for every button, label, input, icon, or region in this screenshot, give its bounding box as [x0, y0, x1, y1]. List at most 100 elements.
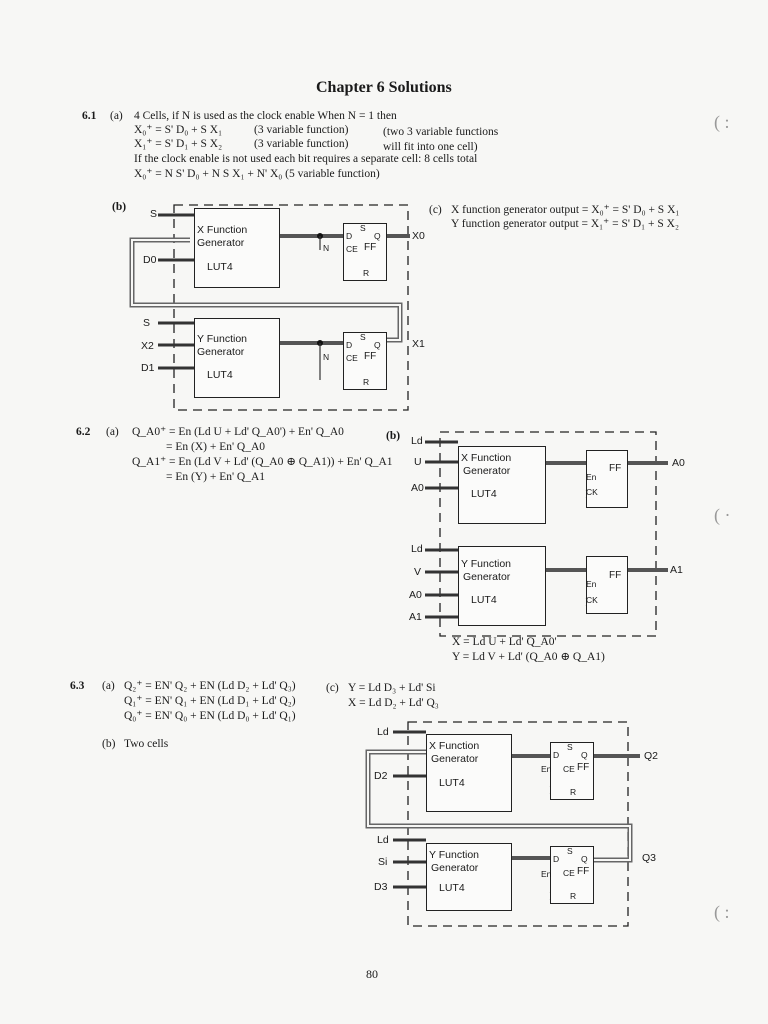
ff-pin: D: [553, 750, 560, 760]
flip-flop: D S Q CE FF R: [343, 223, 387, 281]
ff-pin: CE: [563, 764, 575, 774]
part-tag: (a): [106, 426, 119, 438]
hole-punch-mark: ( :: [714, 112, 730, 132]
enable-label: N: [323, 243, 330, 253]
hole-punch-mark: ( ·: [714, 505, 731, 525]
clock-label: CK: [586, 487, 598, 497]
gen-label: Generator: [197, 346, 245, 358]
y-function-generator: Y Function Generator LUT4: [458, 546, 546, 626]
input-label: X2: [141, 340, 154, 352]
gen-label: Y Function: [461, 558, 512, 570]
ff-pin: R: [570, 787, 577, 797]
equation-note: (3 variable function): [254, 138, 349, 150]
equation: Q_A0⁺ = En (Ld U + Ld' Q_A0') + En' Q_A0: [132, 426, 344, 438]
gen-label: LUT4: [471, 488, 497, 500]
equation: X function generator output = X₀⁺ = S' D…: [451, 204, 680, 216]
ff-pin: CE: [563, 868, 575, 878]
output-label: X1: [412, 338, 425, 350]
ff-pin: S: [360, 223, 366, 233]
gen-label: X Function: [197, 224, 248, 236]
text-line: 4 Cells, if N is used as the clock enabl…: [134, 110, 397, 122]
enable-label: N: [323, 352, 330, 362]
gen-label: LUT4: [207, 369, 233, 381]
ff-pin: FF: [609, 463, 622, 474]
output-label: Q2: [644, 750, 659, 762]
equation: Y = Ld D₃ + Ld' Si: [348, 682, 436, 694]
side-note: will fit into one cell): [383, 141, 478, 153]
page-number: 80: [366, 967, 378, 981]
y-function-generator: Y Function Generator LUT4: [194, 318, 280, 398]
text-line: Two cells: [124, 738, 169, 750]
equation: X₁⁺ = S' D₁ + S X₂: [134, 138, 223, 150]
gen-label: X Function: [429, 740, 480, 752]
flip-flop: D S Q CE FF R: [550, 846, 594, 904]
gen-label: Generator: [197, 237, 245, 249]
ff-pin: Q: [374, 231, 381, 241]
input-label: D2: [374, 770, 388, 782]
equation: = En (X) + En' Q_A0: [166, 441, 266, 453]
side-note: (two 3 variable functions: [383, 126, 499, 138]
output-label: X0: [412, 230, 425, 242]
input-label: D1: [141, 362, 155, 374]
equation: Q₁⁺ = EN' Q₁ + EN (Ld D₁ + Ld' Q₂): [124, 695, 296, 707]
output-label: Q3: [642, 852, 657, 864]
equation: Q₂⁺ = EN' Q₂ + EN (Ld D₂ + Ld' Q₃): [124, 680, 296, 692]
ff-pin: FF: [364, 242, 377, 253]
problem-number: 6.3: [70, 680, 85, 692]
input-label: Ld: [377, 726, 389, 738]
ff-pin: R: [363, 377, 370, 387]
ff-pin: FF: [577, 866, 590, 877]
flip-flop: D S Q CE FF R: [343, 332, 387, 390]
output-label: A1: [670, 564, 683, 576]
part-tag: (a): [102, 680, 115, 692]
ff-pin: FF: [364, 351, 377, 362]
ff-pin: R: [363, 268, 370, 278]
gen-label: LUT4: [439, 777, 465, 789]
gen-label: Generator: [431, 753, 479, 765]
y-function-generator: Y Function Generator LUT4: [426, 843, 512, 911]
x-function-generator: X Function Generator LUT4: [194, 208, 280, 288]
flip-flop: FF: [586, 556, 628, 614]
ff-pin: S: [567, 742, 573, 752]
equation: X₀⁺ = S' D₀ + S X₁: [134, 124, 223, 136]
gen-label: LUT4: [207, 261, 233, 273]
equation: X₀⁺ = N S' D₀ + N S X₁ + N' X₀ (5 variab…: [134, 168, 380, 180]
part-tag: (c): [429, 204, 442, 216]
ff-pin: R: [570, 891, 577, 901]
input-label: A1: [409, 611, 422, 623]
gen-label: Generator: [431, 862, 479, 874]
gen-label: LUT4: [439, 882, 465, 894]
problem-number: 6.1: [82, 110, 97, 122]
input-label: V: [414, 566, 422, 578]
input-label: Ld: [411, 435, 423, 447]
ff-pin: Q: [374, 340, 381, 350]
ff-pin: FF: [577, 762, 590, 773]
ff-pin: D: [346, 231, 353, 241]
ff-pin: S: [567, 846, 573, 856]
input-label: S: [143, 317, 151, 329]
input-label: D0: [143, 254, 157, 266]
equation: Q_A1⁺ = En (Ld V + Ld' (Q_A0 ⊕ Q_A1)) + …: [132, 456, 393, 468]
equation: X = Ld D₂ + Ld' Q₃: [348, 697, 439, 709]
gen-label: Y Function: [429, 849, 480, 861]
input-label: D3: [374, 881, 388, 893]
ff-pin: D: [553, 854, 560, 864]
input-label: U: [414, 456, 422, 468]
ff-pin: Q: [581, 750, 588, 760]
equation: Q₀⁺ = EN' Q₀ + EN (Ld D₀ + Ld' Q₁): [124, 710, 296, 722]
equation-note: (3 variable function): [254, 124, 349, 136]
input-label: Si: [378, 856, 388, 868]
equation: Y function generator output = X₁⁺ = S' D…: [451, 218, 679, 230]
enable-label: En: [541, 764, 552, 774]
enable-label: En: [586, 579, 597, 589]
ff-pin: CE: [346, 244, 358, 254]
output-label: A0: [672, 457, 685, 469]
input-label: A0: [411, 482, 424, 494]
gen-label: LUT4: [471, 594, 497, 606]
part-tag: (b): [112, 201, 127, 213]
problem-number: 6.2: [76, 426, 91, 438]
equation: X = Ld U + Ld' Q_A0': [452, 636, 557, 648]
gen-label: Generator: [463, 465, 511, 477]
